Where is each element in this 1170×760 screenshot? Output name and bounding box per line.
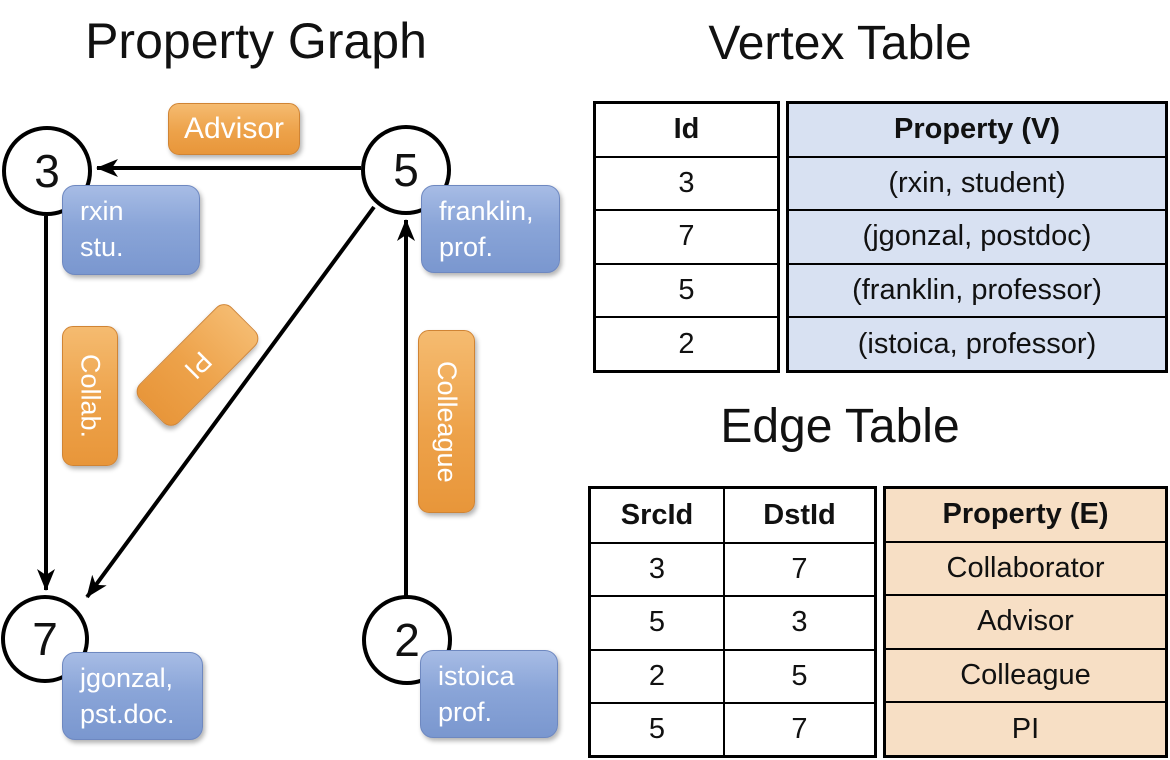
vertex-table-property-header: Property (V) xyxy=(894,113,1060,146)
node-2-property-line1: istoica xyxy=(438,661,515,691)
edge-table: SrcId DstId 3 7 5 3 2 5 5 7 Property (E)… xyxy=(588,486,1168,758)
edge-table-src-cell: 3 xyxy=(591,542,723,595)
vertex-table-id-column: Id 3 7 5 2 xyxy=(593,101,780,373)
edge-table-dstid-header: DstId xyxy=(723,489,874,543)
edge-table-src-cell: 2 xyxy=(591,648,723,702)
node-5-property-line1: franklin, xyxy=(439,196,534,226)
node-7-property-line2: pst.doc. xyxy=(80,698,175,729)
edge-table-src-cell: 5 xyxy=(591,701,723,755)
edge-label-collab-text: Collab. xyxy=(75,353,106,439)
edge-table-property-column: Property (E) Collaborator Advisor Collea… xyxy=(883,486,1168,758)
vertex-table-id-cell: 7 xyxy=(596,209,777,263)
vertex-table-id-cell: 2 xyxy=(596,316,777,370)
edge-table-src-cell: 5 xyxy=(591,595,723,648)
vertex-table-property-cell: (jgonzal, postdoc) xyxy=(789,209,1165,263)
vertex-table-title: Vertex Table xyxy=(708,17,972,70)
vertex-table-id-cell: 5 xyxy=(596,262,777,317)
node-7-id: 7 xyxy=(32,613,58,665)
node-5-id: 5 xyxy=(393,144,419,196)
edge-table-property-header: Property (E) xyxy=(942,498,1109,531)
edge-table-srcid-header: SrcId xyxy=(620,499,694,532)
edge-label-colleague-text: Colleague xyxy=(432,360,462,483)
edge-table-ids-columns: SrcId DstId 3 7 5 3 2 5 5 7 xyxy=(588,486,877,758)
node-7-property-line1: jgonzal, xyxy=(80,663,174,693)
vertex-table-property-cell: (rxin, student) xyxy=(789,155,1165,210)
node-7-property-box: jgonzal, pst.doc. xyxy=(62,652,203,740)
vertex-table-property-column: Property (V) (rxin, student) (jgonzal, p… xyxy=(786,101,1168,373)
node-5-property-line2: prof. xyxy=(439,231,494,262)
edge-table-property-cell: Advisor xyxy=(886,594,1165,648)
node-3-property-box: rxin stu. xyxy=(62,185,200,275)
graph-node-5: 5 xyxy=(361,125,451,215)
node-2-property-line2: prof. xyxy=(438,696,493,727)
vertex-table: Id 3 7 5 2 Property (V) (rxin, student) … xyxy=(593,101,1168,373)
node-2-id: 2 xyxy=(394,614,420,666)
vertex-table-id-header: Id xyxy=(673,113,700,146)
node-3-property-line1: rxin xyxy=(80,196,124,226)
edge-table-dst-cell: 7 xyxy=(723,542,874,596)
edge-label-colleague: Colleague xyxy=(418,330,475,513)
edge-table-property-cell: Collaborator xyxy=(886,540,1165,595)
node-5-property-box: franklin, prof. xyxy=(421,185,560,273)
edge-table-property-cell: PI xyxy=(886,701,1165,755)
edge-table-property-cell: Colleague xyxy=(886,647,1165,702)
edge-table-dst-cell: 5 xyxy=(723,648,874,702)
property-graph-title: Property Graph xyxy=(85,13,427,69)
edge-table-title: Edge Table xyxy=(720,400,960,453)
edge-label-collab: Collab. xyxy=(62,326,118,466)
edge-label-advisor: Advisor xyxy=(168,103,300,155)
edge-label-pi-text: PI xyxy=(178,345,218,385)
vertex-table-property-cell: (istoica, professor) xyxy=(789,316,1165,370)
node-3-id: 3 xyxy=(34,145,60,197)
node-3-property-line2: stu. xyxy=(80,231,124,262)
edge-table-dst-cell: 3 xyxy=(723,595,874,649)
graph-edges-layer xyxy=(37,159,415,599)
node-2-property-box: istoica prof. xyxy=(420,650,558,738)
vertex-table-property-cell: (franklin, professor) xyxy=(789,262,1165,317)
graph-node-2: 2 xyxy=(362,595,452,685)
edge-line-pi-5-to-7 xyxy=(85,205,376,599)
edge-table-dst-cell: 7 xyxy=(723,701,874,755)
edge-label-advisor-text: Advisor xyxy=(183,112,285,145)
vertex-table-id-cell: 3 xyxy=(596,155,777,210)
